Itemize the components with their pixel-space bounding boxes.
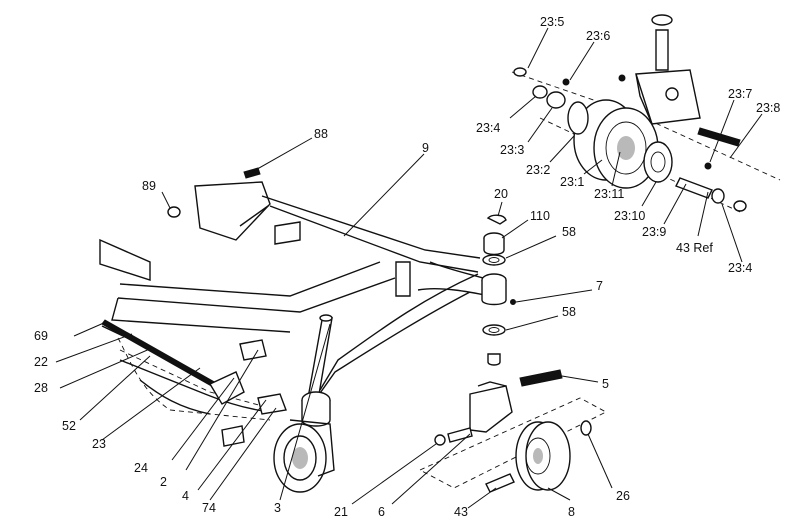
callout-23: 23: [92, 437, 106, 451]
callout-23-11: 23:11: [594, 187, 624, 201]
hub-stack-drawing: [482, 214, 516, 366]
callout-23-7: 23:7: [728, 87, 752, 101]
callout-23-4-left: 23:4: [476, 121, 500, 135]
callout-23-3: 23:3: [500, 143, 524, 157]
callout-2: 2: [160, 475, 167, 489]
callout-43: 43: [454, 505, 468, 519]
callout-6: 6: [378, 505, 385, 519]
callout-20: 20: [494, 187, 508, 201]
callout-110: 110: [530, 209, 550, 223]
callout-4: 4: [182, 489, 189, 503]
callout-52: 52: [62, 419, 76, 433]
callout-21: 21: [334, 505, 348, 519]
callout-23-5: 23:5: [540, 15, 564, 29]
callout-24: 24: [134, 461, 148, 475]
callout-23-10: 23:10: [614, 209, 645, 223]
callout-43-ref: 43 Ref: [676, 241, 713, 255]
callout-23-8: 23:8: [756, 101, 780, 115]
right-caster-drawing: [418, 369, 607, 493]
callout-58-lower: 58: [562, 305, 576, 319]
callout-88: 88: [314, 127, 328, 141]
callout-26: 26: [616, 489, 630, 503]
callout-8: 8: [568, 505, 575, 519]
callout-89: 89: [142, 179, 156, 193]
callout-74: 74: [202, 501, 216, 515]
leader-lines: [55, 27, 763, 509]
callout-23-1: 23:1: [560, 175, 584, 189]
callout-3: 3: [274, 501, 281, 515]
callout-23-9: 23:9: [642, 225, 666, 239]
callout-9: 9: [422, 141, 429, 155]
callout-7: 7: [596, 279, 603, 293]
main-frame-drawing: [99, 181, 507, 397]
upper-wheel-assembly-drawing: [511, 14, 781, 213]
callout-23-2: 23:2: [526, 163, 550, 177]
deck-area-drawing: [101, 319, 287, 447]
callout-69: 69: [34, 329, 48, 343]
callout-28: 28: [34, 381, 48, 395]
callout-labels: 88 9 89 69 22 28 52 23 24 2 4 74 3 21 6 …: [34, 15, 780, 519]
bolt-88-89-drawing: [167, 167, 261, 218]
callout-22: 22: [34, 355, 48, 369]
callout-58-upper: 58: [562, 225, 576, 239]
callout-5: 5: [602, 377, 609, 391]
callout-23-4-right: 23:4: [728, 261, 752, 275]
callout-23-6: 23:6: [586, 29, 610, 43]
